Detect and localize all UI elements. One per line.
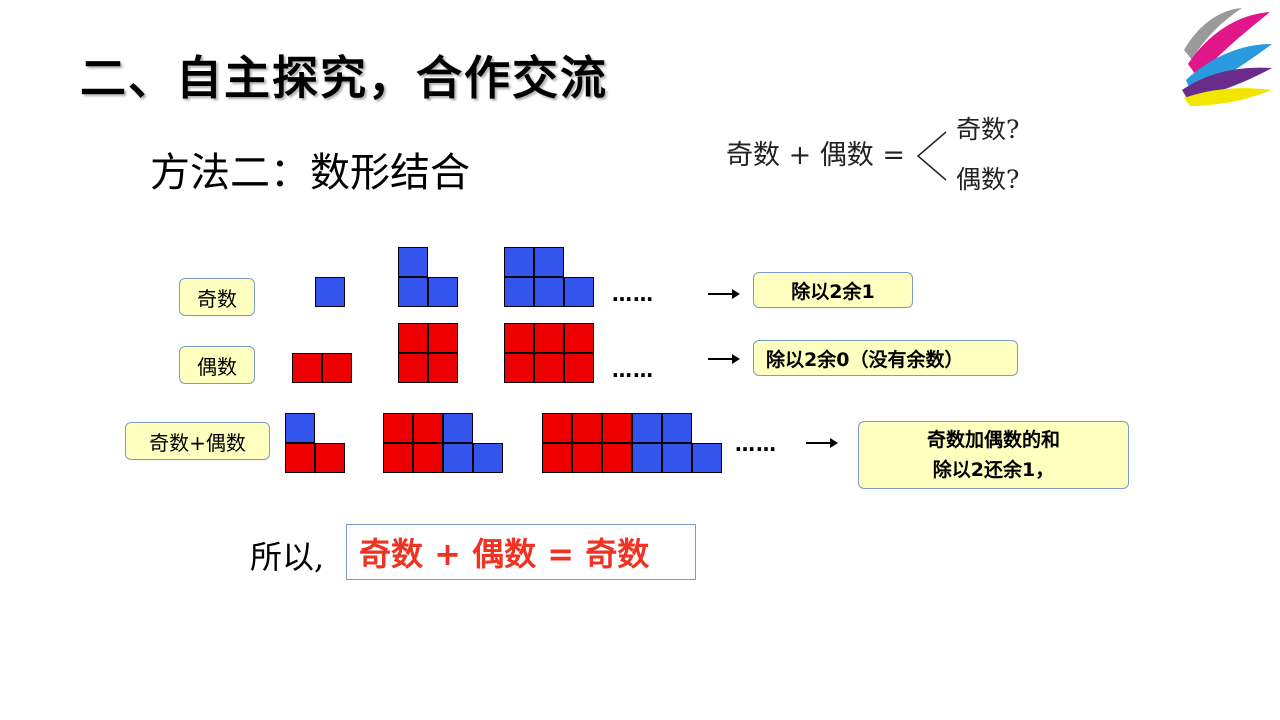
block-square	[632, 413, 662, 443]
block-square	[398, 277, 428, 307]
formula-option-even: 偶数?	[956, 165, 1020, 194]
block-square	[572, 413, 602, 443]
block-square	[428, 277, 458, 307]
ellipsis: ……	[735, 432, 777, 456]
block-square	[534, 247, 564, 277]
conclusion-prefix: 所以,	[250, 538, 325, 576]
formula-expression: 奇数 + 偶数 =	[726, 140, 905, 171]
block-square	[443, 443, 473, 473]
block-square	[662, 443, 692, 473]
block-square	[534, 277, 564, 307]
block-square	[564, 353, 594, 383]
block-square	[662, 413, 692, 443]
block-square	[692, 443, 722, 473]
method-subtitle: 方法二：数形结合	[150, 150, 470, 196]
block-square	[292, 353, 322, 383]
block-square	[504, 353, 534, 383]
block-square	[398, 323, 428, 353]
arrow-right-icon	[806, 438, 838, 448]
block-square	[473, 443, 503, 473]
arrow-right-icon	[708, 289, 740, 299]
row-result-odd: 除以2余1	[753, 272, 913, 308]
row-result-even: 除以2余0（没有余数）	[753, 340, 1018, 376]
row-label-sum: 奇数+偶数	[125, 422, 270, 460]
block-square	[383, 413, 413, 443]
arrow-right-icon	[708, 354, 740, 364]
slide-title: 二、自主探究，合作交流	[80, 51, 608, 105]
block-square	[534, 323, 564, 353]
brace-icon	[916, 131, 947, 181]
row-result-sum: 奇数加偶数的和 除以2还余1，	[858, 421, 1129, 489]
block-square	[413, 413, 443, 443]
block-square	[398, 353, 428, 383]
ellipsis: ……	[612, 358, 654, 382]
block-square	[504, 323, 534, 353]
block-square	[413, 443, 443, 473]
block-square	[542, 443, 572, 473]
block-square	[632, 443, 662, 473]
row-result-sum-line1: 奇数加偶数的和	[926, 429, 1060, 451]
block-square	[602, 413, 632, 443]
block-square	[534, 353, 564, 383]
block-square	[504, 277, 534, 307]
block-square	[322, 353, 352, 383]
logo-swoosh-icon	[1182, 8, 1272, 106]
block-square	[564, 277, 594, 307]
block-square	[504, 247, 534, 277]
block-square	[315, 277, 345, 307]
conclusion-statement: 奇数 + 偶数 = 奇数	[346, 524, 696, 580]
block-square	[428, 353, 458, 383]
block-square	[542, 413, 572, 443]
block-square	[285, 443, 315, 473]
block-square	[315, 443, 345, 473]
block-square	[398, 247, 428, 277]
row-result-sum-line2: 除以2还余1，	[932, 459, 1055, 481]
block-square	[572, 443, 602, 473]
block-square	[564, 323, 594, 353]
block-square	[428, 323, 458, 353]
row-label-even: 偶数	[179, 346, 255, 384]
formula-option-odd: 奇数?	[956, 115, 1020, 144]
row-label-odd: 奇数	[179, 278, 255, 316]
ellipsis: ……	[612, 282, 654, 306]
block-square	[443, 413, 473, 443]
block-square	[383, 443, 413, 473]
block-square	[285, 413, 315, 443]
block-square	[602, 443, 632, 473]
